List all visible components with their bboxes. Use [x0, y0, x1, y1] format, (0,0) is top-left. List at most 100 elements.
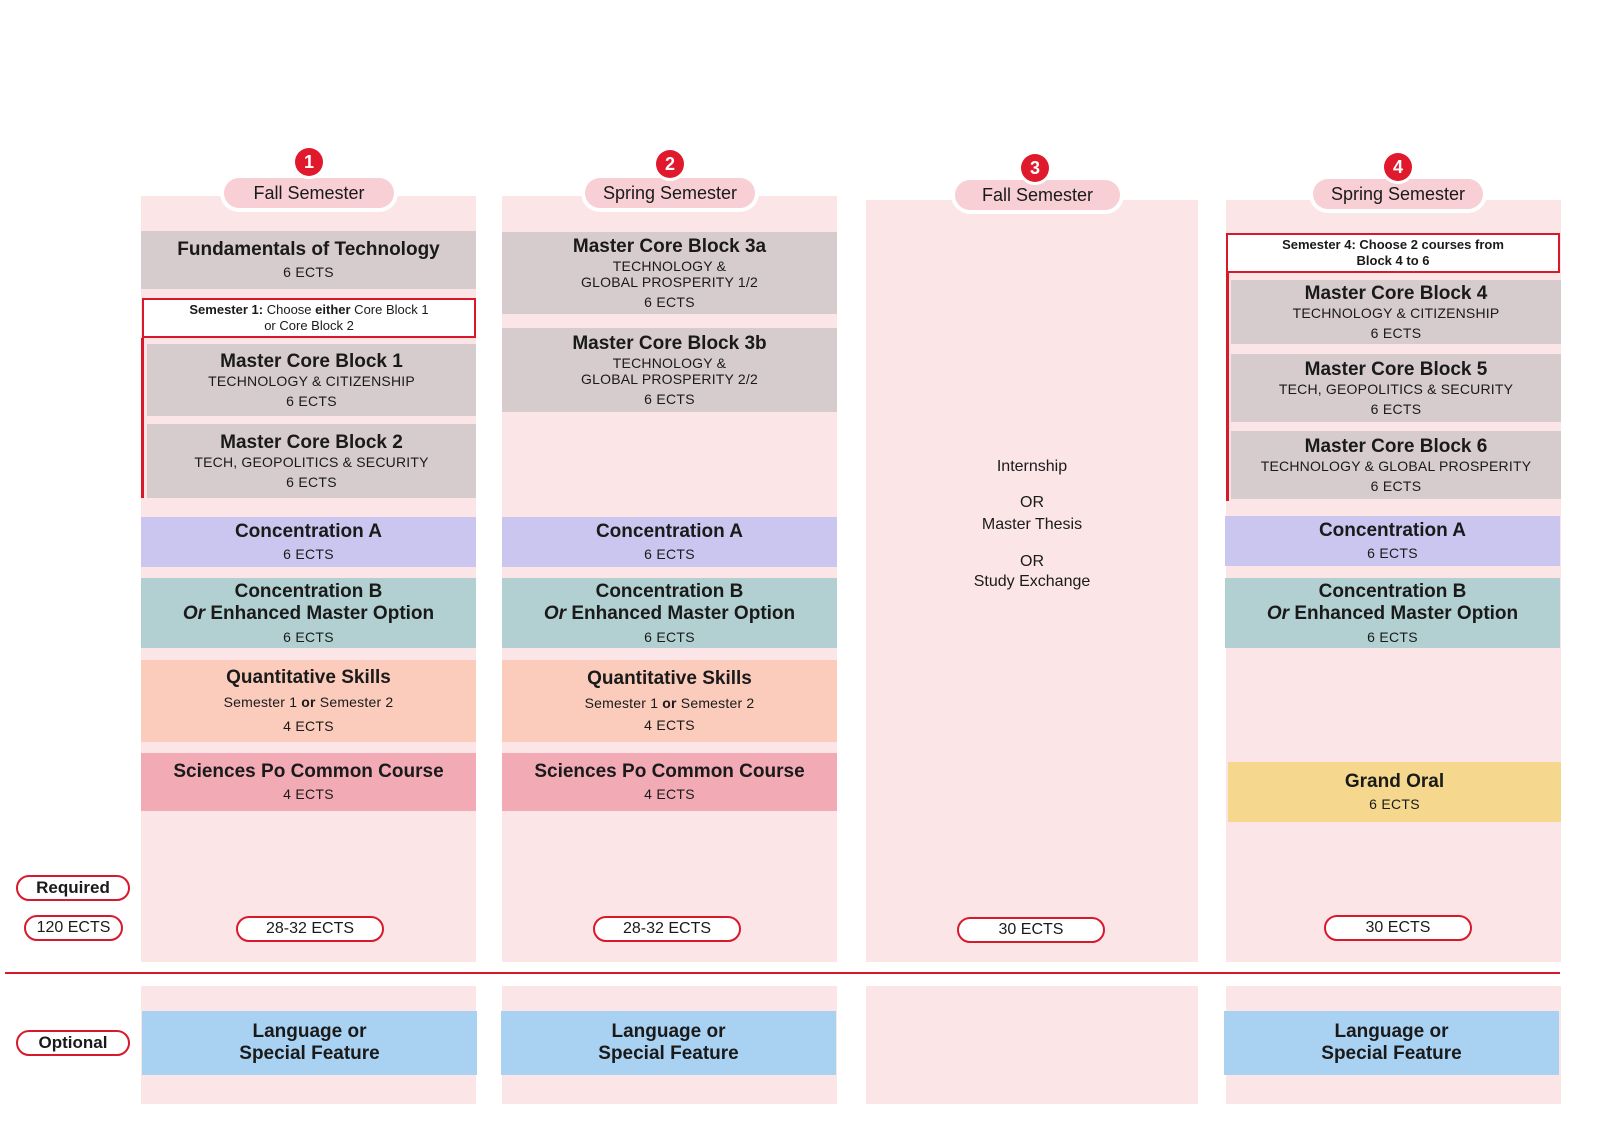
master-core-block-1: Master Core Block 1 TECHNOLOGY & CITIZEN…	[147, 344, 476, 416]
block-subtitle: TECHNOLOGY & CITIZENSHIP	[208, 373, 415, 390]
block-title: Concentration A	[1318, 520, 1467, 542]
block-ects: 6 ECTS	[1367, 545, 1418, 562]
semester-1-choice-bracket	[141, 338, 144, 498]
semester-3-number: 3	[1029, 157, 1040, 178]
semester-4-number: 4	[1392, 156, 1403, 177]
note-text: Choose 2 courses from	[1355, 237, 1504, 253]
block-ects: 6 ECTS	[1370, 477, 1422, 494]
block-title: Master Core Block 5	[1304, 358, 1488, 380]
block-title: Concentration A	[595, 521, 744, 543]
semester-2-total-ects: 28-32 ECTS	[593, 916, 741, 942]
block-ects: 6 ECTS	[644, 546, 695, 563]
concentration-a-block-2: Concentration A 6 ECTS	[502, 517, 837, 567]
block-ects: 4 ECTS	[644, 786, 695, 803]
semester-1-total-ects: 28-32 ECTS	[236, 916, 384, 942]
block-title: Sciences Po Common Course	[534, 761, 805, 783]
note-line-2: Block 4 to 6	[1356, 253, 1430, 268]
or-separator-1: OR	[1020, 494, 1044, 511]
total-ects-text: 120 ECTS	[36, 919, 111, 936]
study-exchange-option: Study Exchange	[973, 573, 1091, 590]
note-bold-either: either	[315, 302, 351, 318]
required-label: Required	[16, 875, 130, 901]
block-title: Concentration B	[595, 580, 744, 602]
internship-option: Internship	[996, 458, 1068, 475]
required-text: Required	[36, 878, 110, 897]
sciences-po-common-course-block-1: Sciences Po Common Course 4 ECTS	[141, 753, 476, 811]
semester-3-number-badge: 3	[1021, 154, 1049, 182]
block-ects: 6 ECTS	[1370, 324, 1422, 341]
block-title: Master Core Block 4	[1304, 282, 1488, 304]
master-core-block-3b: Master Core Block 3b TECHNOLOGY & GLOBAL…	[502, 328, 837, 412]
total-label: 28-32 ECTS	[622, 920, 712, 937]
block-subtitle: TECHNOLOGY & GLOBAL PROSPERITY	[1260, 458, 1532, 475]
block-title: Quantitative Skills	[587, 668, 752, 690]
sciences-po-common-course-block-2: Sciences Po Common Course 4 ECTS	[502, 753, 837, 811]
semester-1-label: Fall Semester	[253, 182, 365, 203]
language-special-feature-block-1: Language or Special Feature	[142, 1011, 477, 1075]
block-subtitle: TECHNOLOGY &	[612, 354, 727, 371]
semester-2-number-badge: 2	[656, 150, 684, 178]
fundamentals-of-technology-block: Fundamentals of Technology 6 ECTS	[141, 231, 476, 289]
block-title: Master Core Block 1	[220, 350, 403, 372]
semester-2-header: Spring Semester	[585, 178, 755, 208]
note-text: Core Block 1	[350, 302, 429, 318]
total-label: 30 ECTS	[998, 921, 1064, 938]
block-ects: 6 ECTS	[644, 390, 695, 407]
note-bold: Semester 4:	[1282, 237, 1356, 253]
block-title: Concentration A	[234, 521, 383, 543]
block-ects: 4 ECTS	[283, 718, 334, 735]
quantitative-skills-block-2: Quantitative Skills Semester 1 or Semest…	[502, 660, 837, 742]
quantitative-skills-block-1: Quantitative Skills Semester 1 or Semest…	[141, 660, 476, 742]
concentration-a-block-4: Concentration A 6 ECTS	[1225, 516, 1560, 566]
semester-4-number-badge: 4	[1384, 153, 1412, 181]
block-ects: 6 ECTS	[283, 628, 334, 645]
note-bold: Semester 1:	[189, 302, 264, 318]
semester-3-total-ects: 30 ECTS	[957, 917, 1105, 943]
block-title-2: Enhanced Master Option	[1289, 603, 1519, 625]
semester-4-header: Spring Semester	[1313, 179, 1483, 209]
required-optional-divider	[5, 972, 1560, 974]
semester-3-header: Fall Semester	[955, 180, 1120, 210]
block-subtitle: TECH, GEOPOLITICS & SECURITY	[1278, 381, 1514, 398]
semester-3-label: Fall Semester	[981, 184, 1094, 205]
concentration-b-block-2: Concentration B Or Enhanced Master Optio…	[502, 578, 837, 648]
or-separator-2: OR	[1020, 553, 1044, 570]
block-title-2: Enhanced Master Option	[566, 603, 796, 625]
semester-2-label: Spring Semester	[602, 182, 738, 203]
block-ects: 6 ECTS	[286, 473, 337, 490]
semester-4-choice-note: Semester 4: Choose 2 courses from Block …	[1226, 233, 1560, 273]
master-core-block-3a: Master Core Block 3a TECHNOLOGY & GLOBAL…	[502, 232, 837, 314]
block-title: Concentration B	[234, 580, 383, 602]
block-title-2: Special Feature	[239, 1043, 380, 1064]
quant-sub-or: or	[301, 693, 316, 710]
block-title: Concentration B	[1318, 580, 1467, 602]
block-ects: 4 ECTS	[283, 786, 334, 803]
block-subtitle-2: GLOBAL PROSPERITY 1/2	[581, 274, 758, 291]
concentration-b-block-4: Concentration B Or Enhanced Master Optio…	[1225, 578, 1560, 648]
block-subtitle: TECHNOLOGY & CITIZENSHIP	[1292, 305, 1500, 322]
semester-2-number: 2	[664, 153, 675, 174]
block-title: Master Core Block 3b	[572, 332, 767, 354]
block-ects: 6 ECTS	[644, 293, 695, 310]
block-title: Language or	[611, 1020, 726, 1042]
block-title: Grand Oral	[1344, 771, 1445, 793]
block-ects: 6 ECTS	[283, 264, 334, 281]
block-subtitle: TECH, GEOPOLITICS & SECURITY	[194, 454, 429, 471]
concentration-b-block-1: Concentration B Or Enhanced Master Optio…	[141, 578, 476, 648]
block-title: Master Core Block 2	[220, 431, 403, 453]
block-ects: 6 ECTS	[644, 628, 695, 645]
concentration-a-block-1: Concentration A 6 ECTS	[141, 517, 476, 567]
total-label: 28-32 ECTS	[265, 920, 355, 937]
block-ects: 6 ECTS	[283, 546, 334, 563]
block-ects: 6 ECTS	[1367, 628, 1418, 645]
block-title: Master Core Block 6	[1304, 435, 1488, 457]
block-subtitle-2: GLOBAL PROSPERITY 2/2	[581, 371, 758, 388]
block-title-2: Enhanced Master Option	[205, 603, 435, 625]
block-title: Language or	[1334, 1020, 1449, 1042]
note-line-2: or Core Block 2	[264, 318, 354, 333]
master-core-block-2: Master Core Block 2 TECH, GEOPOLITICS & …	[147, 424, 476, 498]
block-title: Master Core Block 3a	[572, 235, 767, 257]
block-ects: 4 ECTS	[644, 717, 695, 734]
block-title: Quantitative Skills	[226, 667, 391, 689]
block-subtitle: TECHNOLOGY &	[612, 257, 727, 274]
